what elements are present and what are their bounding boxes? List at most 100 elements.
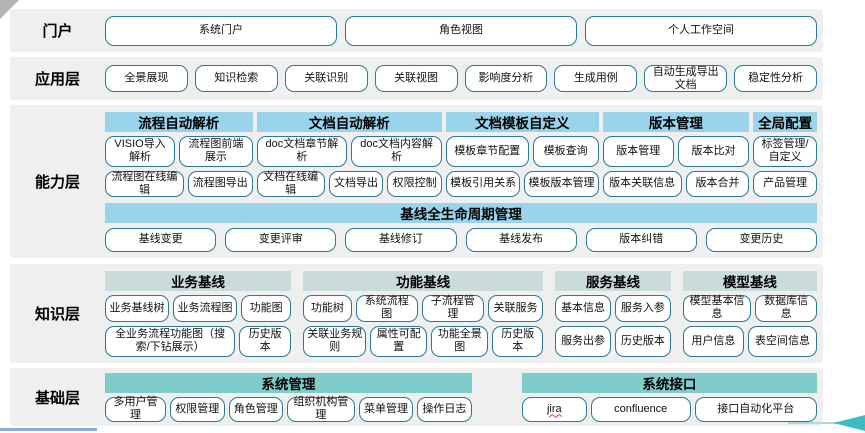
capability-button[interactable]: 权限控制 xyxy=(387,170,443,197)
application-button[interactable]: 影响度分析 xyxy=(464,65,548,92)
capability-button[interactable]: 模板查询 xyxy=(532,135,599,167)
layer-row-application: 应用层 全景展现知识检索关联识别关联视图影响度分析生成用例自动生成导出文档稳定性… xyxy=(10,57,823,100)
knowledge-button[interactable]: 功能全景图 xyxy=(431,325,489,357)
group-header: 系统管理 xyxy=(105,372,472,393)
application-button[interactable]: 稳定性分析 xyxy=(734,65,817,92)
group-header: 模型基线 xyxy=(682,270,817,291)
foundation-button[interactable]: jira xyxy=(521,396,587,422)
capability-button[interactable]: 模板版本管理 xyxy=(524,170,599,197)
layer-row-portal: 门户 系统门户角色视图个人工作空间 xyxy=(10,9,823,52)
knowledge-button[interactable]: 模型基本信息 xyxy=(682,294,752,322)
capability-button[interactable]: 文档在线编辑 xyxy=(256,170,325,197)
application-button[interactable]: 关联识别 xyxy=(284,65,368,92)
arrow-tail-line xyxy=(788,422,838,424)
knowledge-button[interactable]: 功能图 xyxy=(241,294,292,322)
group-版本管理: 版本管理版本管理版本比对版本关联信息版本合并 xyxy=(602,111,750,197)
capability-button[interactable]: 标签管理/自定义 xyxy=(753,135,817,167)
knowledge-button[interactable]: 功能树 xyxy=(303,294,352,322)
portal-button[interactable]: 个人工作空间 xyxy=(585,15,817,46)
baseline-button[interactable]: 变更历史 xyxy=(705,227,818,252)
knowledge-button[interactable]: 基本信息 xyxy=(555,294,611,322)
foundation-button[interactable]: 角色管理 xyxy=(228,396,283,422)
knowledge-button[interactable]: 历史版本 xyxy=(492,325,544,357)
knowledge-button[interactable]: 服务入参 xyxy=(614,294,671,322)
foundation-button[interactable]: 组织机构管理 xyxy=(287,396,355,422)
capability-button[interactable]: doc文档章节解析 xyxy=(256,135,348,167)
application-button[interactable]: 生成用例 xyxy=(554,65,638,92)
group-button-row: 服务出参历史版本 xyxy=(555,325,671,357)
knowledge-button[interactable]: 表空间信息 xyxy=(748,325,817,357)
baseline-button[interactable]: 基线修订 xyxy=(345,227,457,252)
layer-label-application: 应用层 xyxy=(34,71,80,88)
baseline-button[interactable]: 基线发布 xyxy=(465,227,577,252)
portal-button[interactable]: 角色视图 xyxy=(345,15,577,46)
application-button[interactable]: 全景展现 xyxy=(105,65,188,92)
knowledge-button[interactable]: 子流程管理 xyxy=(421,294,484,322)
foundation-button[interactable]: 多用户管理 xyxy=(105,396,167,422)
capability-button[interactable]: 模板引用关系 xyxy=(446,170,521,197)
group-button-row: 功能树系统流程图子流程管理关联服务 xyxy=(303,294,544,322)
knowledge-button[interactable]: 属性可配置 xyxy=(370,325,428,357)
foundation-button[interactable]: 操作日志 xyxy=(417,396,472,422)
foundation-button[interactable]: 菜单管理 xyxy=(358,396,414,422)
group-button-row: 产品管理 xyxy=(753,170,817,197)
group-系统管理: 系统管理多用户管理权限管理角色管理组织机构管理菜单管理操作日志 xyxy=(105,372,472,422)
baseline-button-row: 基线变更变更评审基线修订基线发布版本纠错变更历史 xyxy=(105,227,818,252)
layer-row-knowledge: 知识层 业务基线业务基线树业务流程图功能图全业务流程功能图（搜索/下钻展示）历史… xyxy=(10,264,823,363)
group-button-row: VISIO导入解析流程图前端展示 xyxy=(105,135,253,167)
capability-button[interactable]: 流程图在线编辑 xyxy=(105,170,184,197)
group-button-row: 模板引用关系模板版本管理 xyxy=(446,170,599,197)
group-button-row: 版本关联信息版本合并 xyxy=(602,170,750,197)
group-文档模板自定义: 文档模板自定义模板章节配置模板查询模板引用关系模板版本管理 xyxy=(446,111,599,197)
baseline-button[interactable]: 基线变更 xyxy=(105,227,217,252)
application-button[interactable]: 关联视图 xyxy=(374,65,458,92)
group-全局配置: 全局配置标签管理/自定义产品管理 xyxy=(753,111,817,197)
baseline-button[interactable]: 版本纠错 xyxy=(585,227,697,252)
group-button-row: 基本信息服务入参 xyxy=(555,294,671,322)
knowledge-button[interactable]: 关联业务规则 xyxy=(303,325,367,357)
knowledge-button[interactable]: 历史版本 xyxy=(614,325,671,357)
layer-label-capability: 能力层 xyxy=(34,174,80,191)
layer-label-knowledge: 知识层 xyxy=(34,306,80,323)
knowledge-button[interactable]: 关联服务 xyxy=(487,294,544,322)
baseline-button[interactable]: 变更评审 xyxy=(225,227,337,252)
foundation-button[interactable]: 权限管理 xyxy=(170,396,225,422)
knowledge-button[interactable]: 系统流程图 xyxy=(355,294,418,322)
knowledge-button[interactable]: 历史版本 xyxy=(239,325,292,357)
knowledge-button[interactable]: 业务流程图 xyxy=(173,294,238,322)
group-button-row: 业务基线树业务流程图功能图 xyxy=(105,294,292,322)
group-button-row: 全业务流程功能图（搜索/下钻展示）历史版本 xyxy=(105,325,292,357)
knowledge-button[interactable]: 服务出参 xyxy=(555,325,611,357)
foundation-button[interactable]: 接口自动化平台 xyxy=(694,396,817,422)
application-button[interactable]: 知识检索 xyxy=(194,65,278,92)
knowledge-button[interactable]: 业务基线树 xyxy=(105,294,170,322)
capability-button[interactable]: 流程图导出 xyxy=(187,170,253,197)
foundation-button[interactable]: confluence xyxy=(590,396,691,422)
group-button-row: 版本管理版本比对 xyxy=(602,135,750,167)
capability-button[interactable]: 模板章节配置 xyxy=(446,135,529,167)
knowledge-button[interactable]: 用户信息 xyxy=(682,325,745,357)
capability-button[interactable]: doc文档内容解析 xyxy=(351,135,443,167)
capability-button[interactable]: 文档导出 xyxy=(328,170,384,197)
application-button[interactable]: 自动生成导出文档 xyxy=(644,65,728,92)
capability-button[interactable]: 流程图前端展示 xyxy=(179,135,253,167)
portal-button[interactable]: 系统门户 xyxy=(105,15,337,46)
knowledge-button[interactable]: 数据库信息 xyxy=(755,294,817,322)
capability-button[interactable]: 产品管理 xyxy=(753,170,817,197)
knowledge-button[interactable]: 全业务流程功能图（搜索/下钻展示） xyxy=(105,325,236,357)
capability-button[interactable]: 版本管理 xyxy=(602,135,674,167)
capability-button[interactable]: 版本比对 xyxy=(677,135,750,167)
group-button-row: 流程图在线编辑流程图导出 xyxy=(105,170,253,197)
group-header: 文档自动解析 xyxy=(256,111,443,132)
capability-button[interactable]: 版本关联信息 xyxy=(602,170,682,197)
group-button-row: 用户信息表空间信息 xyxy=(682,325,817,357)
capability-button[interactable]: VISIO导入解析 xyxy=(105,135,176,167)
capability-button[interactable]: 版本合并 xyxy=(685,170,750,197)
group-header: 版本管理 xyxy=(602,111,750,132)
baseline-lifecycle-header: 基线全生命周期管理 xyxy=(105,202,817,223)
layer-label-portal: 门户 xyxy=(42,23,73,40)
left-arrow-icon xyxy=(833,415,865,431)
